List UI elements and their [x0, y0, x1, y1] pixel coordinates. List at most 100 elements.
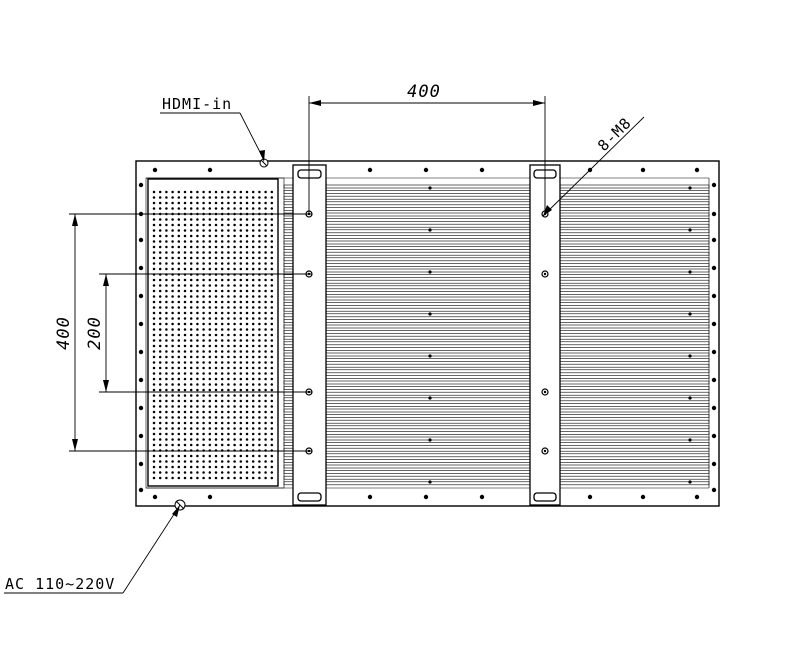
heatsink-fin: [559, 375, 710, 379]
perforation-hole: [202, 388, 205, 392]
perforation-hole: [152, 421, 156, 425]
heatsink-fins: [283, 184, 710, 486]
perforation-hole: [258, 229, 261, 232]
perforation-hole: [258, 366, 261, 370]
heatsink-fin: [325, 397, 531, 402]
perforation-hole: [239, 306, 243, 309]
perforation-hole: [214, 190, 218, 194]
perforation-hole: [214, 471, 218, 474]
perforation-hole: [264, 416, 267, 419]
heatsink-fin: [283, 369, 294, 374]
perforation-hole: [239, 421, 243, 425]
perforation-hole: [202, 454, 205, 458]
perforation-hole: [177, 471, 181, 474]
heatsink-fin: [325, 386, 531, 390]
perforation-hole: [208, 350, 212, 353]
perforation-hole: [208, 289, 212, 293]
heatsink-fin: [325, 481, 531, 486]
perforation-hole: [245, 476, 249, 480]
perforation-hole: [220, 284, 224, 287]
perforation-hole: [258, 355, 261, 359]
perforation-hole: [208, 410, 212, 414]
perforation-hole: [171, 366, 174, 370]
perforation-hole: [171, 372, 174, 375]
perforation-hole: [214, 377, 218, 381]
perforation-hole: [202, 361, 205, 364]
perforation-hole: [177, 207, 181, 210]
frame-screw: [138, 237, 144, 243]
perforation-hole: [245, 262, 249, 265]
perforation-hole: [239, 295, 243, 298]
perforation-hole: [177, 339, 181, 342]
perforation-hole: [208, 333, 212, 337]
frame-screw: [711, 405, 717, 411]
perforation-hole: [196, 471, 199, 474]
perforation-hole: [196, 311, 199, 315]
perforation-hole: [196, 372, 199, 375]
perforation-hole: [189, 190, 193, 194]
perforation-hole: [158, 234, 162, 238]
heatsink-fin: [325, 403, 531, 407]
fin-marker: [688, 186, 692, 190]
perforation-hole: [208, 267, 212, 271]
perforation-hole: [196, 256, 199, 260]
perforation-hole: [158, 355, 162, 359]
perforation-hole: [270, 278, 274, 282]
perforation-hole: [165, 196, 168, 199]
perforation-hole: [270, 361, 274, 364]
perforation-hole: [270, 289, 274, 293]
perforation-hole: [233, 405, 236, 408]
frame-screw: [138, 349, 144, 355]
perforation-hole: [189, 196, 193, 199]
perforation-hole: [165, 311, 168, 315]
perforation-hole: [158, 471, 162, 474]
perforation-hole: [233, 289, 236, 293]
perforation-hole: [270, 438, 274, 441]
perforation-hole: [220, 234, 224, 238]
heatsink-fin: [325, 408, 531, 413]
perforation-hole: [239, 218, 243, 221]
perforation-hole: [165, 465, 168, 469]
heatsink-fin: [283, 274, 294, 278]
perforation-hole: [189, 350, 193, 353]
perforation-hole: [233, 262, 236, 265]
perforation-hole: [258, 196, 261, 199]
perforation-hole: [233, 284, 236, 287]
perforation-hole: [196, 306, 199, 309]
perforation-hole: [245, 218, 249, 221]
heatsink-fin: [325, 475, 531, 480]
heatsink-fin: [325, 363, 531, 368]
bolt-hole-center: [543, 390, 547, 394]
heatsink-fin: [283, 403, 294, 407]
heatsink-fin: [559, 352, 710, 357]
perforation-hole: [177, 223, 181, 227]
perforation-hole: [251, 218, 255, 221]
perforation-hole: [202, 410, 205, 414]
perforation-hole: [264, 410, 267, 414]
perforation-hole: [258, 476, 261, 480]
perforation-hole: [251, 190, 255, 194]
perforation-hole: [239, 443, 243, 447]
perforation-hole: [264, 201, 267, 205]
perforation-hole: [245, 322, 249, 326]
perforation-hole: [227, 476, 230, 480]
perforation-hole: [264, 223, 267, 227]
heatsink-fin: [325, 212, 531, 217]
perforation-hole: [233, 410, 236, 414]
perforation-hole: [183, 432, 187, 436]
perforation-hole: [227, 465, 230, 469]
perforation-hole: [233, 438, 236, 441]
heatsink-fin: [283, 279, 294, 284]
perforation-hole: [227, 251, 230, 254]
perforation-hole: [183, 289, 187, 293]
perforation-hole: [165, 207, 168, 210]
perforation-hole: [214, 427, 218, 430]
perforation-hole: [165, 234, 168, 238]
perforation-hole: [152, 300, 156, 304]
perforation-hole: [258, 399, 261, 403]
perforation-hole: [152, 245, 156, 249]
heatsink-fin: [325, 291, 531, 295]
perforation-hole: [239, 251, 243, 254]
